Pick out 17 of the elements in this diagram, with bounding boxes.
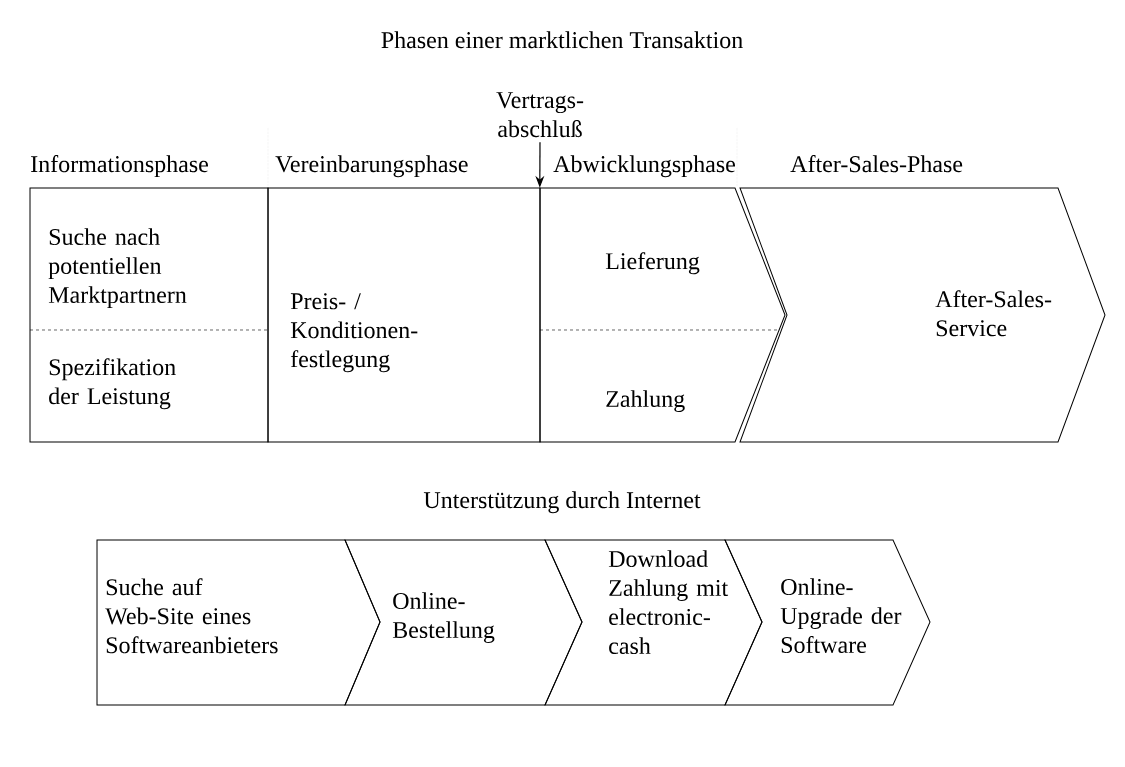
phase-heading: Vereinbarungsphase [275,155,468,178]
section-heading: Unterstützung durch Internet [423,491,701,514]
phase-heading: Informationsphase [31,155,208,178]
box-text: Download Zahlung mit electronic-cash [608,550,729,655]
phase-heading: After-Sales-Phase [790,155,963,173]
box-text: Online-Upgrade der Software [780,578,902,654]
box-text: Suche nach potentiellen Marktpartnern [48,228,187,308]
box-text: Zahlung [606,390,685,412]
box-text: Online-Bestellung [392,592,495,643]
contract-label: Vertrags-abschluß [496,92,584,138]
box-text: Spezifikation der Leistung [49,358,176,410]
box-text: Lieferung [605,252,700,275]
phase-heading: Abwicklungsphase [553,155,735,178]
box-text: Preis- / Konditionen-festlegung [290,293,418,373]
title: Phasen einer marktlichen Transaktion [381,31,743,49]
box-text: After-Sales-Service [935,290,1052,337]
box-text: Suche auf Web-Site eines Softwareanbieters [105,578,278,654]
